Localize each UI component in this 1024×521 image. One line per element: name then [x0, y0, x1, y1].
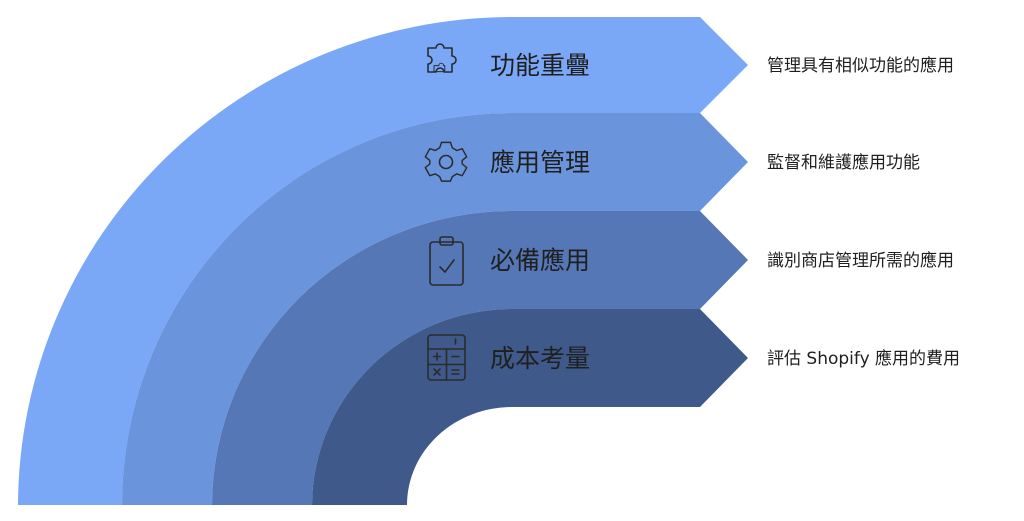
- gear-icon: [424, 141, 468, 182]
- step-title: 應用管理: [490, 148, 590, 177]
- clipboard-check-icon: [429, 236, 464, 286]
- band-1: [18, 17, 748, 505]
- step-2: 應用管理 監督和維護應用功能: [424, 141, 920, 182]
- step-description: 監督和維護應用功能: [767, 152, 920, 173]
- step-3: 必備應用 識別商店管理所需的應用: [429, 236, 954, 286]
- step-1: 功能重疊 管理具有相似功能的應用: [427, 43, 954, 80]
- step-title: 功能重疊: [490, 51, 590, 80]
- step-description: 評估 Shopify 應用的費用: [767, 348, 960, 369]
- step-description: 管理具有相似功能的應用: [767, 55, 954, 76]
- band-4: [312, 309, 748, 505]
- step-4: 成本考量 評估 Shopify 應用的費用: [427, 334, 960, 381]
- step-title: 必備應用: [490, 246, 590, 275]
- calculator-icon: [427, 334, 466, 381]
- step-description: 識別商店管理所需的應用: [767, 250, 954, 271]
- step-title: 成本考量: [490, 344, 590, 373]
- puzzle-icon: [427, 43, 457, 73]
- band-3: [212, 211, 748, 505]
